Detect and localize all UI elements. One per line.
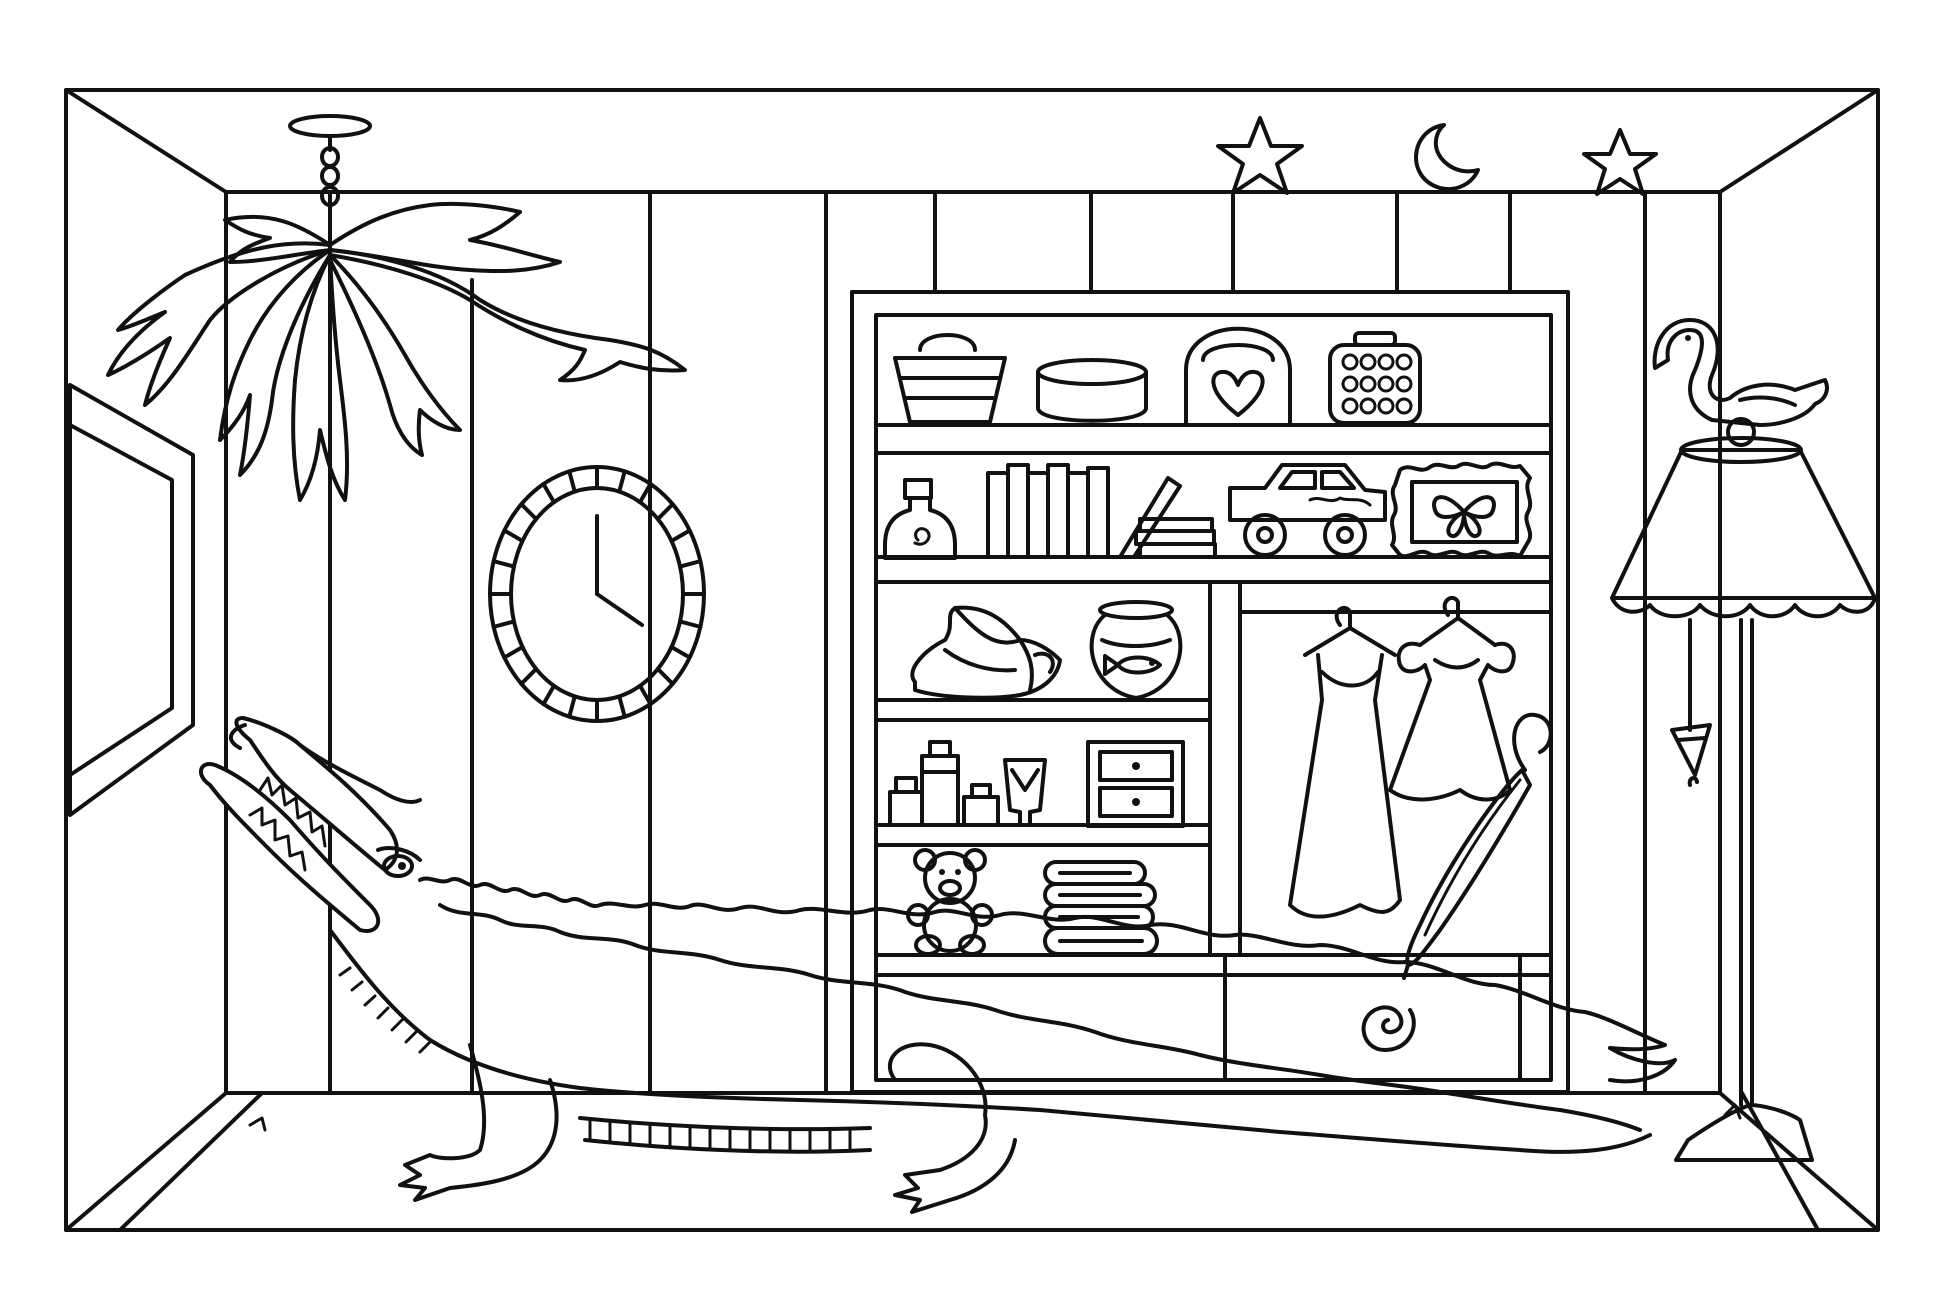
ceiling-decor (1216, 116, 1658, 196)
seashell-icon (1361, 1005, 1404, 1052)
top-shelf-items (893, 326, 1422, 426)
clock-bezel-tick (519, 502, 539, 522)
floor-lamp-icon (1610, 417, 1877, 1162)
cosmetics-icon (888, 740, 1047, 827)
floor-boards (118, 1091, 1820, 1232)
towels-icon (1043, 860, 1159, 956)
clock-bezel-tick (567, 694, 577, 719)
clock-bezel-tick (541, 683, 556, 706)
closet-items (1288, 595, 1553, 1052)
clock-bezel-tick (519, 666, 539, 686)
bowl-icon (1036, 358, 1148, 423)
picture-frame-icon (1390, 461, 1533, 559)
dress-icon (1388, 595, 1516, 802)
umbrella-icon (1402, 712, 1553, 980)
clock-bezel-tick (567, 469, 577, 494)
wall-planks (328, 190, 1647, 1095)
fifth-shelf-items (906, 848, 1159, 956)
clock-bezel-tick (502, 528, 525, 543)
jewelry-box-icon (1328, 331, 1422, 425)
third-shelf-items (910, 600, 1183, 700)
fourth-shelf-items (888, 740, 1185, 828)
books-icon (986, 463, 1217, 559)
room-frame (64, 88, 1880, 1232)
clock-bezel-tick (669, 528, 692, 543)
clock-bezel-tick (638, 683, 653, 706)
floor-details (248, 1103, 1742, 1132)
moon-icon (1414, 123, 1480, 191)
crocodile-icon (199, 716, 1677, 1214)
hanging-plant-icon (106, 114, 687, 502)
clock-bezel-tick (541, 482, 556, 505)
clock-bezel-tick (617, 694, 627, 719)
bookshelf-icon (850, 290, 1570, 1094)
clock-bezel-tick (655, 502, 675, 522)
clock-bezel-tick (678, 619, 703, 629)
clock-bezel-tick (669, 645, 692, 660)
clock-bezel-tick (678, 559, 703, 569)
basket-icon (893, 333, 1007, 424)
clock-bezel-tick (617, 469, 627, 494)
teddy-bear-icon (906, 848, 994, 956)
drawer-icon (1361, 1005, 1416, 1052)
left-wall-frame (68, 383, 195, 817)
heart-box-icon (1184, 326, 1292, 426)
second-shelf-items (883, 461, 1533, 560)
swan-icon (1652, 318, 1829, 427)
bottle-icon (883, 478, 957, 560)
clock-bezel-tick (638, 482, 653, 505)
clock-bezel-tick (502, 645, 525, 660)
toy-car-icon (1228, 463, 1387, 557)
clock-bezel-tick (491, 619, 516, 629)
clock-hour-hand (595, 592, 645, 627)
seashell-icon (910, 605, 1062, 700)
star-icon (1582, 128, 1658, 196)
star-icon (1216, 116, 1304, 195)
dress-icon (1288, 605, 1402, 919)
clock-bezel-tick (655, 666, 675, 686)
drawer-cabinet-icon (1086, 740, 1185, 828)
wall-clock-icon (488, 465, 706, 723)
belly-scales (338, 966, 872, 1154)
clock-bezel-tick (491, 559, 516, 569)
fishbowl-icon (1089, 600, 1183, 700)
